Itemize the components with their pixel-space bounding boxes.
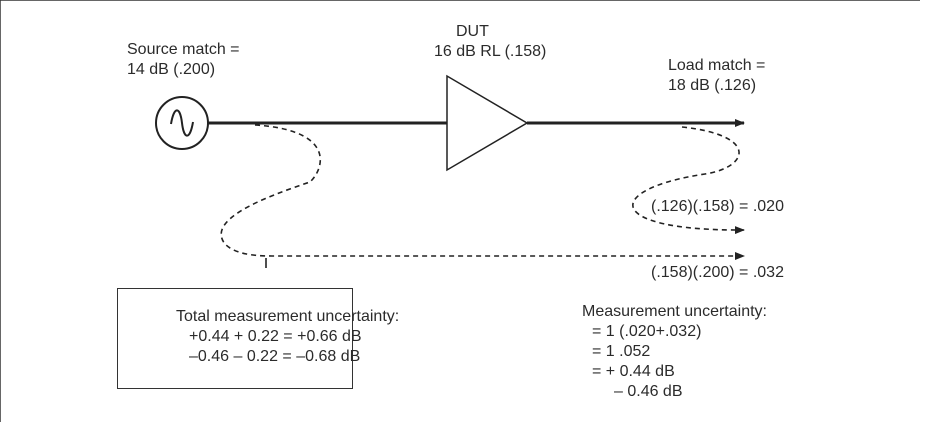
- measurement-line-4: – 0.46 dB: [614, 383, 683, 400]
- dut-title: DUT: [456, 23, 489, 40]
- source-match-title: Source match =: [127, 41, 240, 58]
- measurement-line-1: = 1 (.020+.032): [592, 323, 702, 340]
- total-uncertainty-title: Total measurement uncertainty:: [176, 308, 400, 325]
- total-uncertainty-box: Total measurement uncertainty: +0.44 + 0…: [117, 288, 399, 389]
- load-match-value: 18 dB (.126): [668, 77, 757, 94]
- dut-label: DUT 16 dB RL (.158): [434, 22, 546, 62]
- load-match-title: Load match =: [668, 57, 766, 74]
- reflection-path-dut-source: [220, 124, 745, 260]
- load-label: Load match = 18 dB (.126): [668, 56, 765, 96]
- source-label: Source match = 14 dB (.200): [127, 40, 240, 80]
- dut-amplifier-icon: [446, 74, 529, 172]
- total-uncertainty-minus: –0.46 – 0.22 = –0.68 dB: [189, 348, 361, 365]
- measurement-uncertainty: Measurement uncertainty: = 1 (.020+.032)…: [582, 302, 767, 402]
- total-uncertainty-plus: +0.44 + 0.22 = +0.66 dB: [189, 328, 362, 345]
- measurement-line-2: = 1 .052: [592, 343, 651, 360]
- measurement-uncertainty-title: Measurement uncertainty:: [582, 303, 767, 320]
- sine-wave-icon: [170, 109, 194, 137]
- reflection-product-2: (.158)(.200) = .032: [651, 264, 784, 281]
- dut-return-loss: 16 dB RL (.158): [434, 43, 547, 60]
- measurement-line-3: = + 0.44 dB: [592, 363, 675, 380]
- total-uncertainty-text: Total measurement uncertainty: +0.44 + 0…: [176, 307, 399, 367]
- source-match-value: 14 dB (.200): [127, 61, 216, 78]
- reflection-product-1: (.126)(.158) = .020: [651, 198, 784, 215]
- reflection-path-load-dut: [632, 126, 745, 235]
